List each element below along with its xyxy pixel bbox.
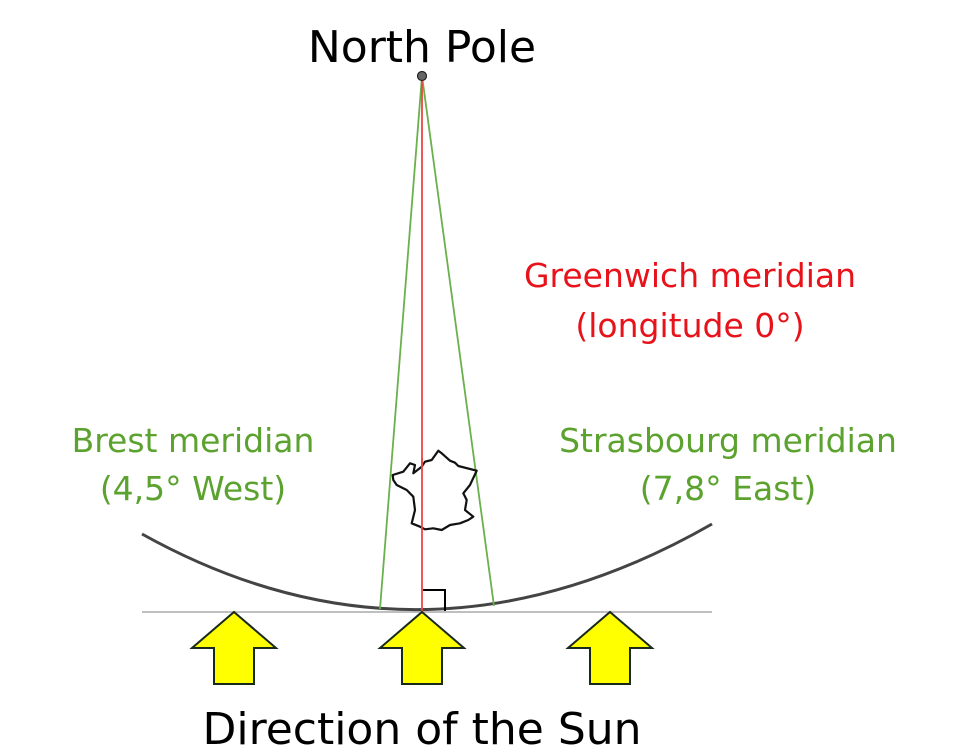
france-outline-icon — [391, 449, 478, 532]
sun-direction-arrow-icon — [189, 610, 279, 685]
sun-direction-arrow-icon — [565, 610, 655, 685]
brest-meridian-line — [379, 75, 423, 610]
brest-label-line1: Brest meridian — [72, 421, 315, 460]
north-pole-label: North Pole — [308, 22, 536, 73]
north-pole-point-icon — [416, 70, 428, 82]
earth-surface-curve — [141, 522, 713, 611]
greenwich-label-line1: Greenwich meridian — [524, 256, 856, 295]
strasbourg-label-line2: (7,8° East) — [640, 469, 816, 508]
brest-label-line2: (4,5° West) — [100, 469, 286, 508]
sun-direction-caption: Direction of the Sun — [202, 704, 641, 754]
strasbourg-label-line1: Strasbourg meridian — [559, 421, 897, 460]
sun-direction-arrow-icon — [377, 610, 467, 685]
right-angle-marker-icon — [423, 589, 446, 611]
strasbourg-meridian-line — [421, 75, 495, 607]
greenwich-label-line2: (longitude 0°) — [575, 306, 804, 345]
